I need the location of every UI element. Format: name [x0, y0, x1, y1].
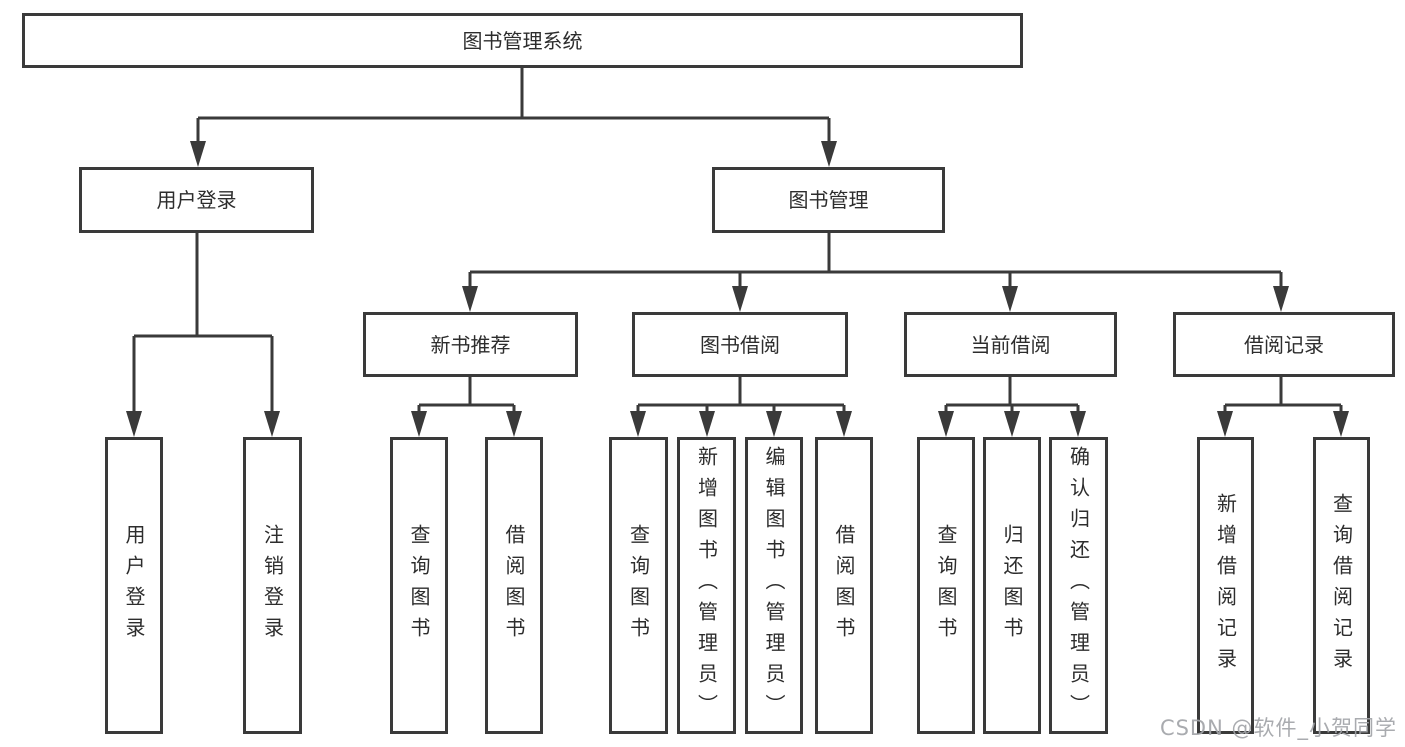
leaf-query-borrow-record-label: 查询借阅记录 [1329, 492, 1354, 679]
leaf-user-login: 用户登录 [105, 437, 163, 734]
leaf-add-borrow-record-label: 新增借阅记录 [1213, 492, 1238, 679]
node-root-label: 图书管理系统 [462, 28, 583, 53]
leaf-edit-books-admin: 编辑图书（管理员） [745, 437, 803, 734]
leaf-query-books-2-label: 查询图书 [626, 523, 651, 648]
leaf-query-books-2: 查询图书 [609, 437, 668, 734]
connector-user-to-leaves [132, 233, 274, 412]
connector-borrow-to-leaves [636, 377, 846, 412]
leaf-add-borrow-record: 新增借阅记录 [1197, 437, 1254, 734]
leaf-borrow-books-1: 借阅图书 [485, 437, 543, 734]
node-book-borrowing-label: 图书借阅 [700, 332, 780, 357]
leaf-borrow-books-2-label: 借阅图书 [832, 523, 856, 648]
node-book-management-branch-label: 图书管理 [788, 188, 869, 212]
leaf-return-books: 归还图书 [983, 437, 1041, 734]
leaf-edit-books-admin-label: 编辑图书（管理员） [762, 446, 786, 725]
leaf-add-books-admin-label: 新增图书（管理员） [694, 446, 719, 725]
node-book-borrowing: 图书借阅 [632, 312, 848, 377]
node-user-login-branch: 用户登录 [79, 167, 314, 233]
node-borrowing-records: 借阅记录 [1173, 312, 1395, 377]
leaf-logout: 注销登录 [243, 437, 302, 734]
leaf-confirm-return-admin: 确认归还（管理员） [1049, 437, 1108, 734]
connector-root-to-level2 [196, 68, 831, 142]
leaf-query-books-3: 查询图书 [917, 437, 975, 734]
leaf-query-books-1-label: 查询图书 [407, 523, 431, 648]
leaf-query-borrow-record: 查询借阅记录 [1313, 437, 1370, 734]
node-current-borrowing-label: 当前借阅 [970, 332, 1051, 357]
leaf-query-books-3-label: 查询图书 [934, 523, 958, 648]
node-new-book-recommend-label: 新书推荐 [430, 332, 511, 357]
node-current-borrowing: 当前借阅 [904, 312, 1117, 377]
csdn-watermark: CSDN @软件_小贺同学 [1159, 716, 1397, 740]
connector-records-to-leaves [1223, 377, 1343, 412]
node-new-book-recommend: 新书推荐 [363, 312, 578, 377]
leaf-query-books-1: 查询图书 [390, 437, 448, 734]
node-user-login-branch-label: 用户登录 [156, 188, 237, 212]
leaf-confirm-return-admin-label: 确认归还（管理员） [1066, 446, 1091, 725]
node-borrowing-records-label: 借阅记录 [1244, 332, 1324, 357]
connector-current-to-leaves [944, 377, 1080, 412]
leaf-borrow-books-2: 借阅图书 [815, 437, 873, 734]
leaf-user-login-label: 用户登录 [122, 523, 146, 648]
leaf-add-books-admin: 新增图书（管理员） [677, 437, 736, 734]
leaf-logout-label: 注销登录 [260, 523, 285, 648]
connector-book-to-sections [468, 233, 1283, 287]
node-root: 图书管理系统 [22, 13, 1023, 68]
node-book-management-branch: 图书管理 [712, 167, 945, 233]
leaf-borrow-books-1-label: 借阅图书 [502, 523, 526, 648]
connector-newbooks-to-leaves [417, 377, 516, 412]
leaf-return-books-label: 归还图书 [1000, 523, 1024, 648]
